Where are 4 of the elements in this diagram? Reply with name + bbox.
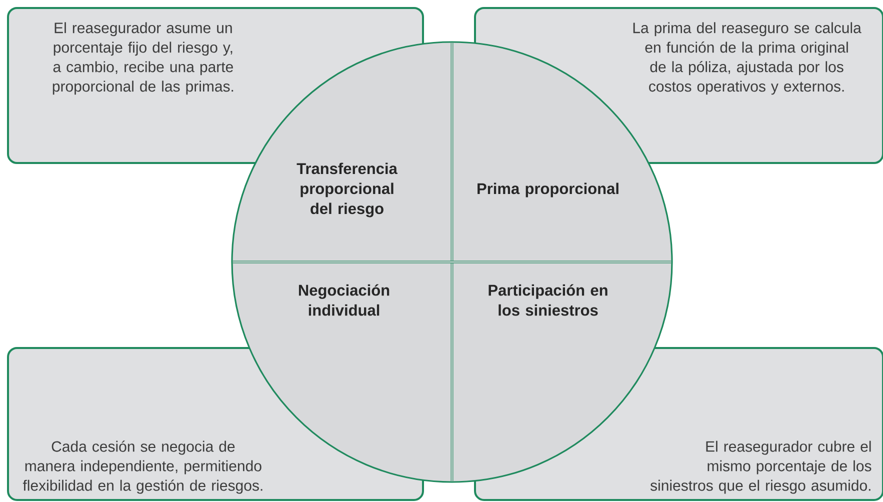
quadrant-title: Negociación individual [298,284,390,316]
quadrant-title: Transferencia proporcional del riesgo [296,162,398,218]
quadrant-title: Participación en los siniestros [488,284,608,316]
quadrant-title: Prima proporcional [478,182,618,198]
